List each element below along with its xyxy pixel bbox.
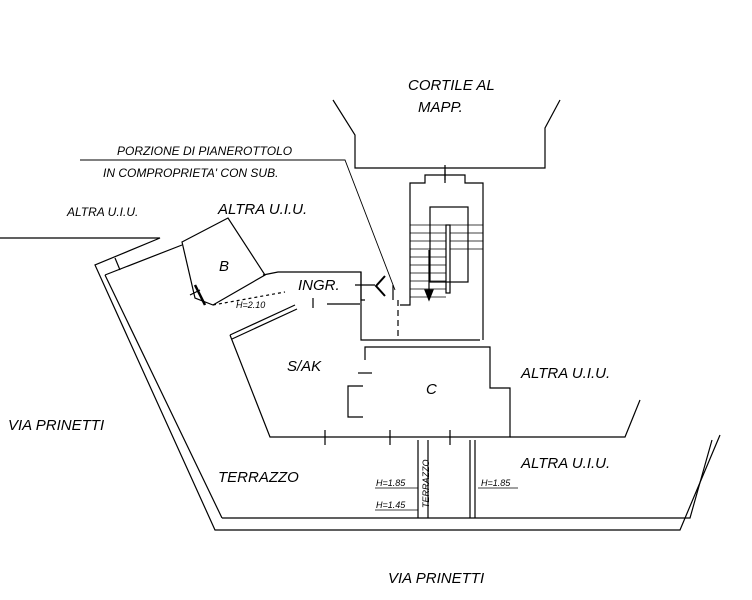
landing-note: PORZIONE DI PIANEROTTOLO — [117, 144, 293, 158]
courtyard-label-2: MAPP. — [418, 99, 463, 116]
other-unit-right: ALTRA U.I.U. — [521, 365, 611, 382]
street-label-bottom: VIA PRINETTI — [388, 570, 485, 587]
courtyard-label: CORTILE AL — [408, 77, 495, 94]
other-unit-right-2: ALTRA U.I.U. — [521, 455, 611, 472]
terrace-vertical-label: TERRAZZO — [421, 459, 431, 509]
landing-leader — [80, 159, 396, 291]
height-note-1: H=1.85 — [376, 478, 406, 488]
street-label-left: VIA PRINETTI — [8, 417, 105, 434]
other-unit-top: ALTRA U.I.U. — [218, 201, 308, 218]
room-b — [181, 217, 266, 306]
landing-note-2: IN COMPROPRIETA' CON SUB. — [103, 166, 279, 180]
left-boundary-inner — [104, 244, 183, 276]
sak-label: S/AK — [287, 358, 322, 375]
room-b-height: H=2.10 — [236, 300, 266, 310]
courtyard-outline — [332, 99, 561, 169]
sak-left-wall — [229, 334, 511, 438]
entrance-label: INGR. — [298, 277, 340, 294]
room-c-label: C — [426, 381, 437, 398]
height-note-2: H=1.45 — [376, 500, 406, 510]
terrace-label: TERRAZZO — [218, 469, 299, 486]
right-neighbour-line — [510, 399, 641, 438]
room-b-label: B — [219, 258, 230, 275]
height-note-3: H=1.85 — [481, 478, 511, 488]
other-unit-left: ALTRA U.I.U. — [67, 205, 139, 219]
staircase — [400, 174, 484, 340]
left-boundary-outer — [0, 237, 721, 531]
